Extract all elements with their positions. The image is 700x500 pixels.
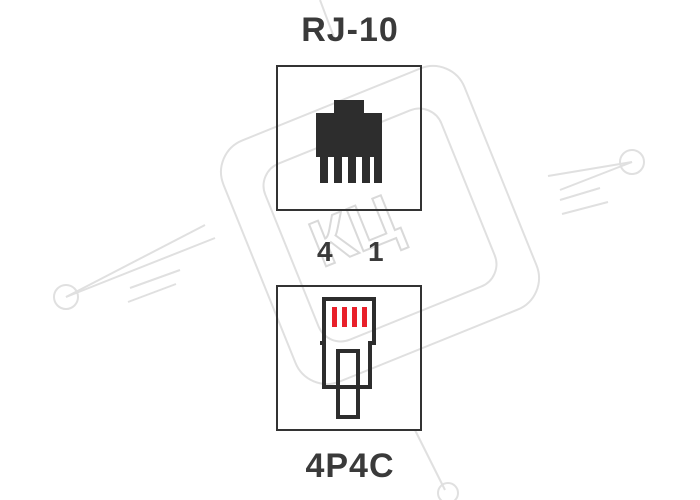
socket-box [276,65,422,211]
pin-label-left: 4 [317,236,333,267]
plug-box [276,285,422,431]
4p4c-plug-icon [320,297,376,419]
pin-label-right: 1 [368,236,384,267]
rj10-socket-icon [316,100,382,183]
socket-title: RJ-10 [301,11,399,49]
plug-contacts [332,307,367,327]
plug-title: 4P4C [305,447,395,485]
